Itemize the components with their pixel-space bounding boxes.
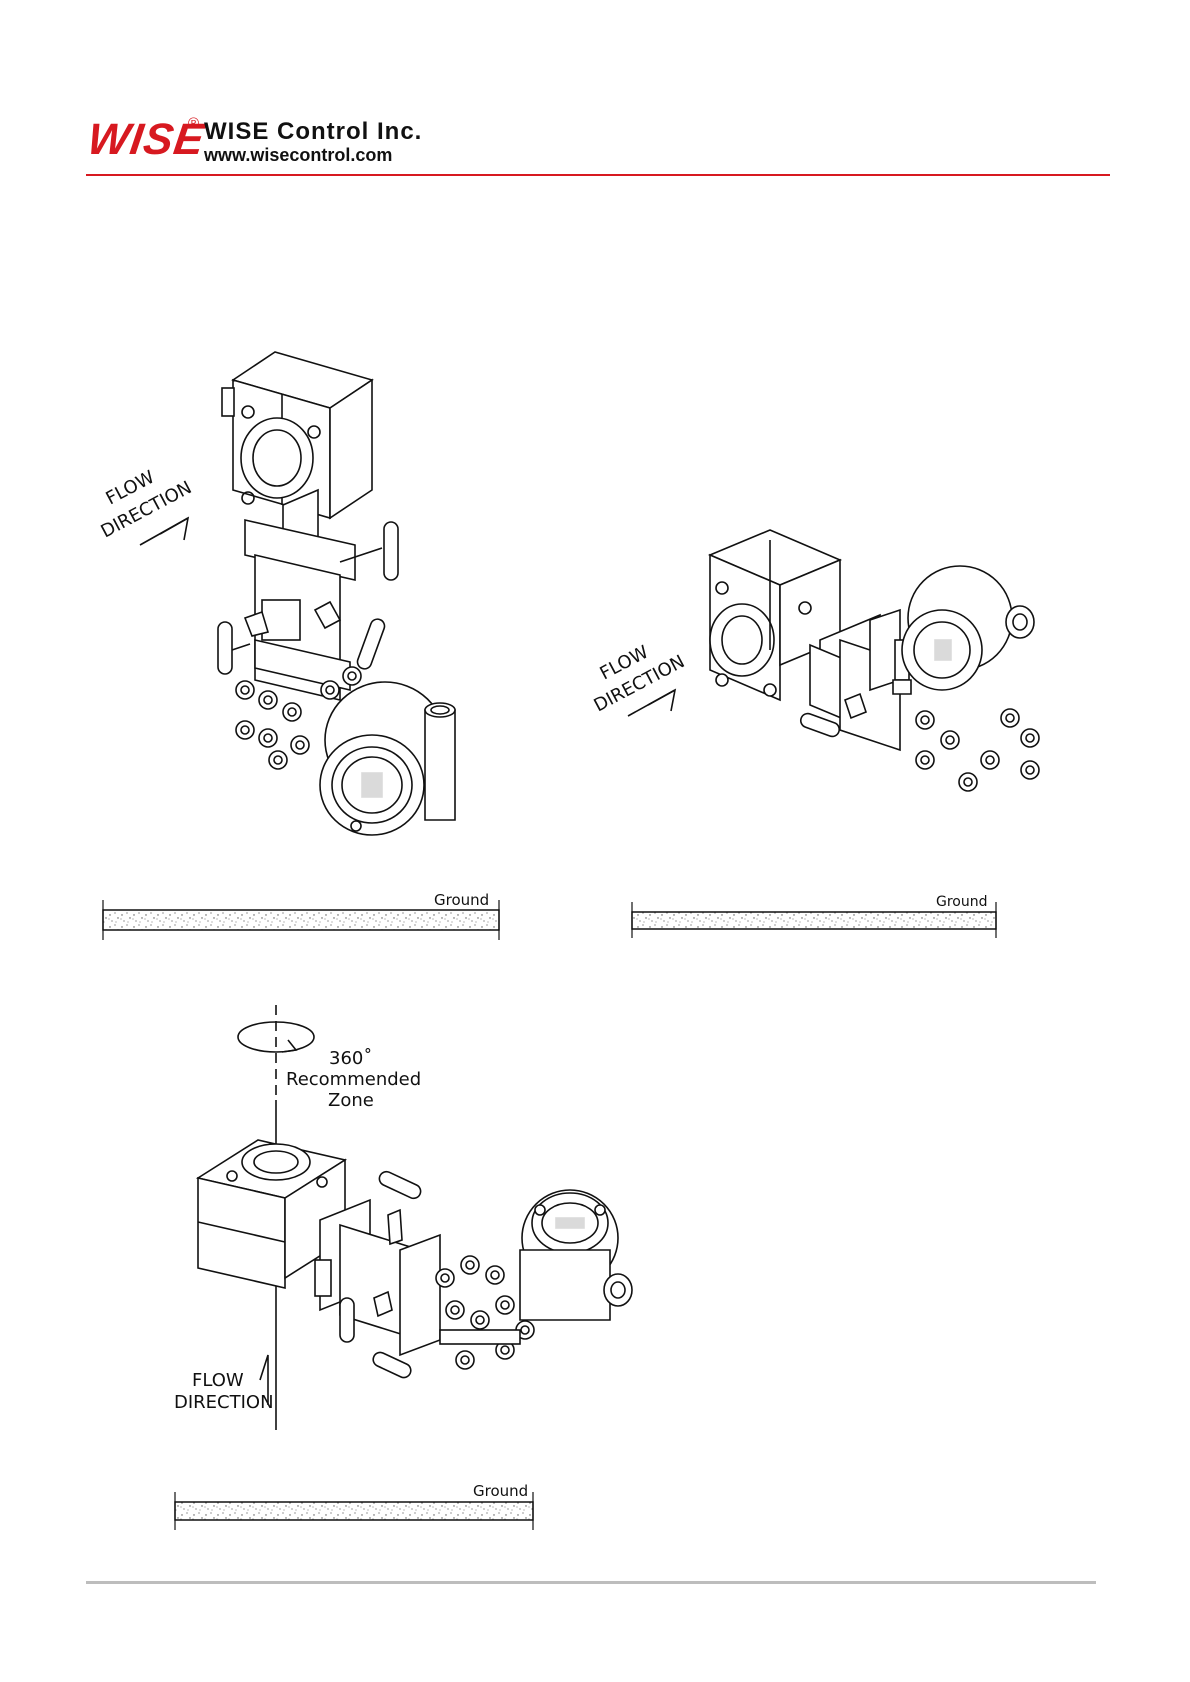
footer-divider bbox=[86, 1581, 1096, 1584]
transmitter-housing bbox=[320, 682, 455, 835]
ground-label-fig1: Ground bbox=[434, 891, 489, 909]
manifold-body bbox=[245, 490, 355, 700]
flow-arrow-icon bbox=[140, 518, 188, 545]
zone-degrees-label: 360˚ bbox=[329, 1048, 372, 1069]
transmitter-housing-fig2 bbox=[902, 566, 1034, 690]
ground-label-fig3: Ground bbox=[473, 1482, 528, 1500]
flow-label-line2-fig3: DIRECTION bbox=[174, 1392, 274, 1413]
process-flange-top bbox=[222, 352, 372, 518]
zone-zone-label: Zone bbox=[328, 1090, 374, 1111]
bolt-cluster-fig2 bbox=[916, 709, 1039, 791]
transmitter-housing-fig3 bbox=[520, 1190, 632, 1320]
horizontal-installation-figure bbox=[628, 530, 1039, 791]
ground-label-fig2: Ground bbox=[936, 894, 988, 910]
vertical-installation-figure bbox=[140, 352, 455, 835]
zone-recommended-label: Recommended bbox=[286, 1069, 421, 1090]
flow-label-line1-fig3: FLOW bbox=[192, 1370, 244, 1391]
manifold-body-fig3 bbox=[315, 1200, 440, 1355]
